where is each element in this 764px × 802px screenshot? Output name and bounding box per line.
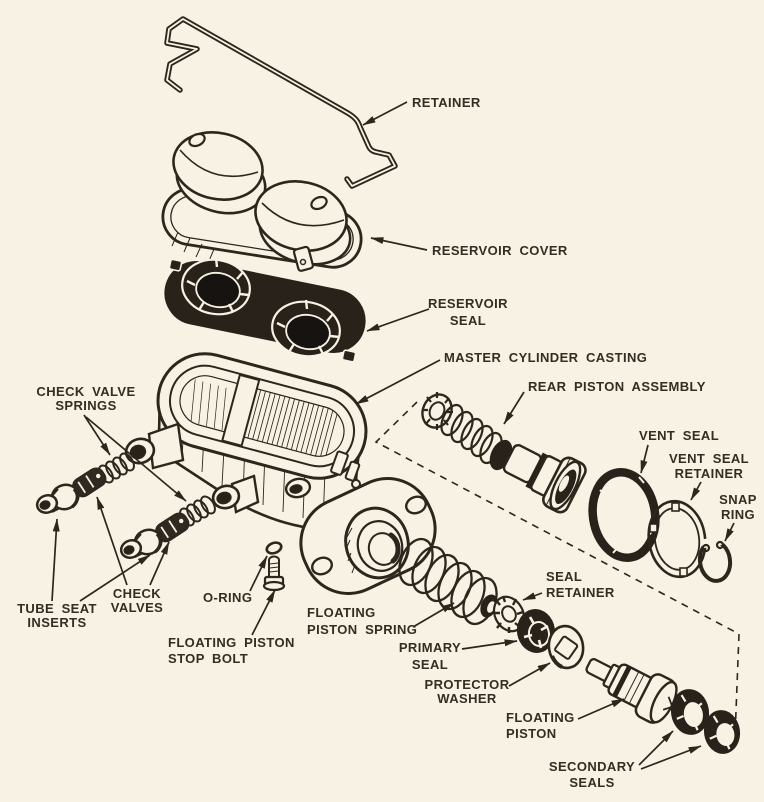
part-label-floating-piston-line1: FLOATING — [506, 710, 575, 725]
o-ring — [265, 541, 283, 555]
leader-rear-piston-assembly — [503, 391, 525, 425]
part-label-tube-seat-inserts-line1: TUBE SEAT — [17, 601, 97, 616]
part-label-check-valve-springs-line2: SPRINGS — [55, 398, 116, 413]
leader-floating-piston-stop-bolt — [251, 589, 276, 636]
leader-o-ring — [249, 555, 268, 592]
retainer-wire — [164, 16, 398, 189]
leader-protector-washer — [508, 662, 551, 687]
tube-seat-inserts — [35, 483, 163, 559]
leader-tube-seat-inserts-2 — [79, 554, 151, 602]
part-label-floating-piston-line2: PISTON — [506, 726, 557, 741]
part-label-rear-piston-assembly-line1: REAR PISTON ASSEMBLY — [528, 379, 706, 394]
part-label-vent-seal-retainer-line1: VENT SEAL — [669, 451, 749, 466]
part-label-primary-seal-line1: PRIMARY — [399, 640, 461, 655]
part-label-secondary-seals-line1: SECONDARY — [549, 759, 635, 774]
part-label-retainer-line1: RETAINER — [412, 95, 481, 110]
protector-washer — [547, 624, 585, 670]
part-label-check-valve-springs-line1: CHECK VALVE — [36, 384, 135, 399]
part-label-snap-ring-line2: RING — [721, 507, 755, 522]
part-label-floating-piston-spring-line2: PISTON SPRING — [307, 622, 417, 637]
leader-check-valve-springs-1 — [83, 414, 111, 456]
leader-primary-seal — [461, 639, 518, 650]
floating-piston-stop-bolt — [262, 555, 286, 592]
leader-master-cylinder-casting — [355, 359, 441, 405]
part-label-protector-washer-line1: PROTECTOR — [425, 677, 510, 692]
leader-seal-retainer — [522, 592, 543, 601]
part-label-snap-ring-line1: SNAP — [719, 492, 757, 507]
part-label-vent-seal-line1: VENT SEAL — [639, 428, 719, 443]
seal-retainer-part — [492, 595, 526, 633]
leader-check-valve-springs-2 — [85, 416, 187, 502]
vent-seal-retainer — [647, 499, 707, 579]
part-label-check-valves-line2: VALVES — [111, 600, 163, 615]
leader-floating-piston-spring — [412, 602, 455, 628]
leader-retainer — [362, 101, 408, 126]
part-label-master-cylinder-casting-line1: MASTER CYLINDER CASTING — [444, 350, 647, 365]
part-label-secondary-seals-line2: SEALS — [569, 775, 614, 790]
part-label-floating-piston-spring-line1: FLOATING — [307, 605, 376, 620]
part-label-vent-seal-retainer-line2: RETAINER — [675, 466, 744, 481]
rear-piston-assembly — [421, 392, 587, 514]
part-label-reservoir-cover-line1: RESERVOIR COVER — [432, 243, 568, 258]
part-label-primary-seal-line2: SEAL — [412, 657, 448, 672]
leader-snap-ring — [724, 522, 735, 542]
leader-reservoir-seal — [366, 308, 430, 332]
check-valve-springs — [98, 452, 216, 527]
leader-reservoir-cover — [370, 237, 428, 251]
reservoir-cover — [161, 131, 363, 272]
part-label-tube-seat-inserts-line2: INSERTS — [27, 615, 86, 630]
leader-check-valves-1 — [96, 496, 128, 586]
secondary-seals — [670, 689, 741, 754]
reservoir-seal — [164, 257, 366, 363]
part-label-o-ring-line1: O-RING — [203, 590, 252, 605]
part-label-seal-retainer-line1: SEAL — [546, 569, 582, 584]
leader-vent-seal-retainer — [690, 481, 702, 501]
part-label-reservoir-seal-line2: SEAL — [450, 313, 486, 328]
dashed-boundary — [374, 401, 740, 738]
part-label-protector-washer-line2: WASHER — [437, 691, 497, 706]
part-label-seal-retainer-line2: RETAINER — [546, 585, 615, 600]
leader-tube-seat-inserts-1 — [51, 518, 60, 602]
leader-check-valves-2 — [149, 541, 170, 586]
floating-piston-part — [585, 658, 680, 724]
leader-secondary-seals-2 — [640, 745, 702, 770]
part-label-reservoir-seal-line1: RESERVOIR — [428, 296, 508, 311]
master-cylinder-casting — [124, 352, 437, 595]
part-label-check-valves-line1: CHECK — [113, 586, 161, 601]
part-label-floating-piston-stop-bolt-line1: FLOATING PISTON — [168, 635, 295, 650]
part-label-floating-piston-stop-bolt-line2: STOP BOLT — [168, 651, 248, 666]
snap-ring — [697, 535, 733, 583]
primary-seal — [516, 609, 556, 653]
labels-layer: RETAINER RESERVOIR COVER RESERVOIR SEAL MAST… — [17, 95, 757, 790]
leader-secondary-seals-1 — [638, 730, 674, 766]
leader-floating-piston — [577, 698, 625, 720]
leader-vent-seal — [640, 444, 649, 474]
